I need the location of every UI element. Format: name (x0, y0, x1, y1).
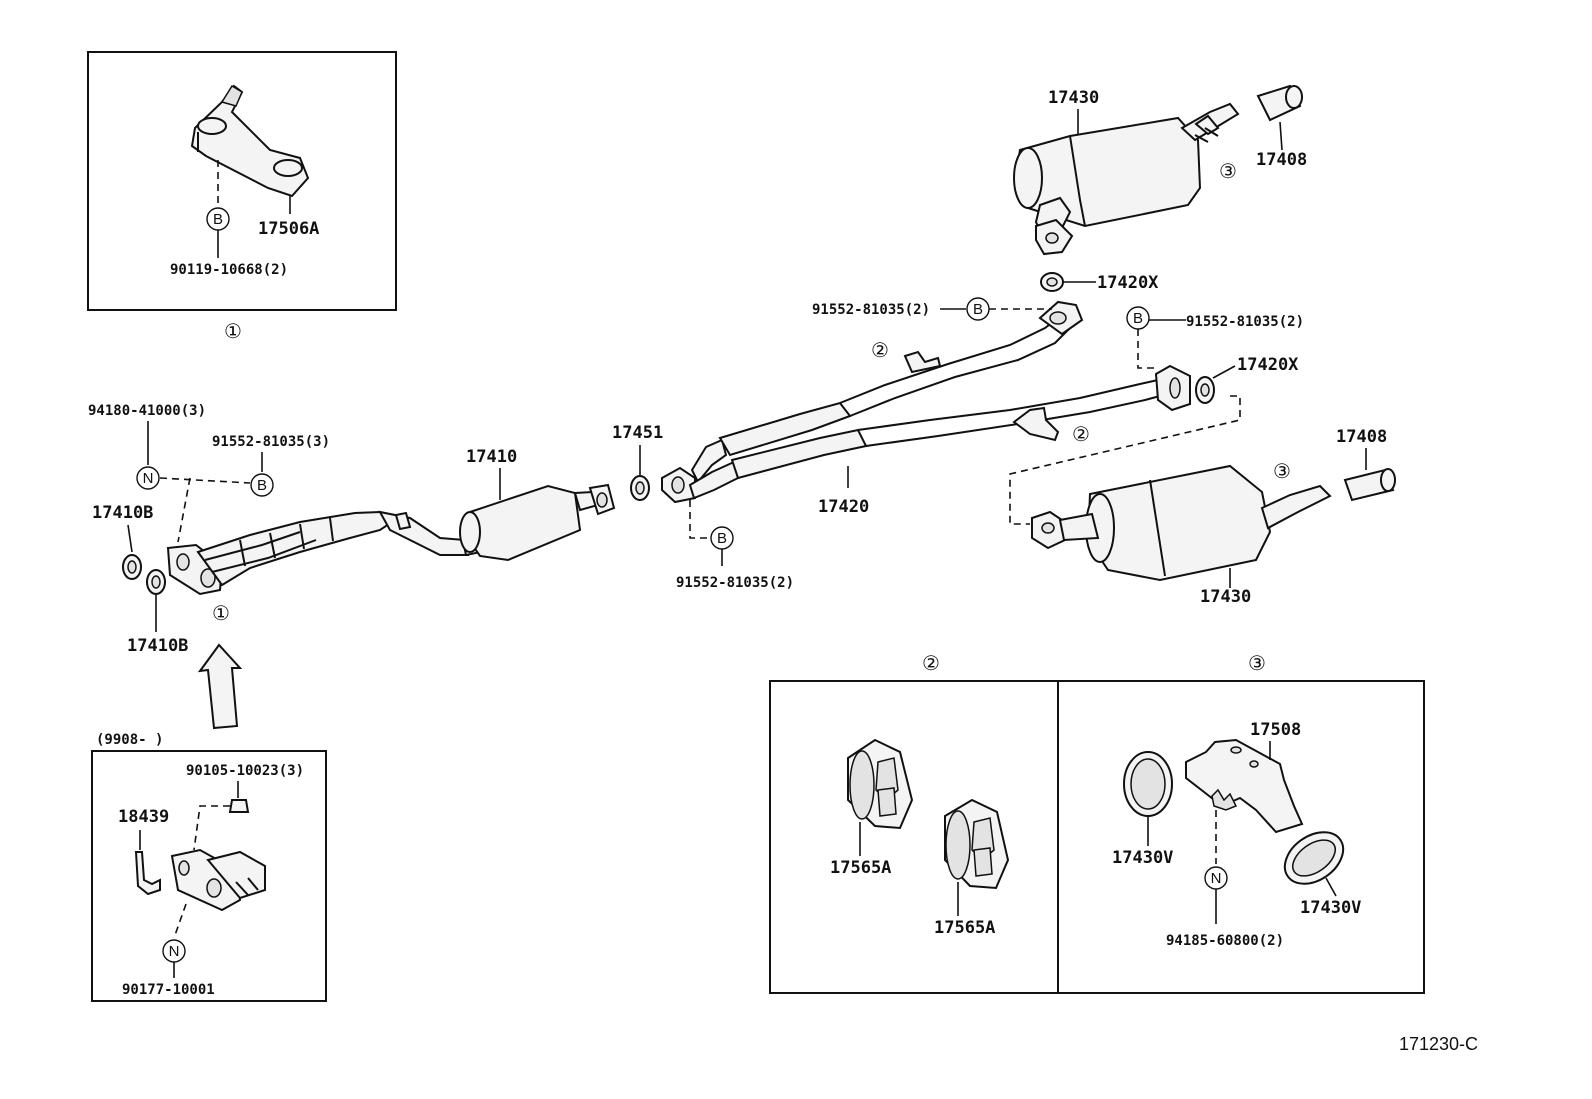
sensor-18439 (134, 851, 161, 896)
muffler-17430-upper (1013, 102, 1240, 256)
hanger-ref-2-lower: ② (1072, 424, 1090, 446)
svg-text:B: B (257, 477, 267, 494)
center-pipe-17420 (661, 300, 1191, 504)
label-17506a: 17506A (258, 219, 319, 239)
center-bolt-marker: B (710, 526, 734, 550)
label-17410: 17410 (466, 447, 517, 467)
upper-bolt-marker: B (966, 297, 990, 321)
muffler-17430-lower (1031, 464, 1332, 582)
muffler-ref-3-lower: ③ (1273, 461, 1291, 483)
flange-ref-1: ① (212, 603, 230, 625)
diagram-code: 171230-C (1399, 1034, 1478, 1054)
front-nut-marker: N (136, 466, 160, 490)
right-bolt-marker: B (1126, 306, 1150, 330)
label-17420x-right: 17420X (1237, 355, 1299, 375)
label-17420x-upper: 17420X (1097, 273, 1159, 293)
inset-3-nut-marker: N (1204, 866, 1228, 890)
label-17430v-left: 17430V (1112, 848, 1173, 868)
label-91552-81035-3: 91552-81035(3) (212, 434, 330, 450)
svg-text:N: N (1211, 870, 1222, 887)
bolt-90105-10023 (228, 799, 250, 813)
label-17408-lower: 17408 (1336, 427, 1387, 447)
inset-date-range: (9908- ) (96, 732, 163, 748)
label-17430-upper: 17430 (1048, 88, 1099, 108)
svg-text:N: N (169, 943, 180, 960)
inset-date-box: 90105-10023(3) 18439 N 90177-10001 (91, 750, 327, 1002)
hanger-ref-2-upper: ② (871, 340, 889, 362)
label-91552-81035-center: 91552-81035(2) (676, 575, 794, 591)
ring-17430v-right (1283, 831, 1345, 885)
svg-text:B: B (1133, 310, 1143, 327)
direction-arrow (197, 643, 243, 730)
label-91552-81035-upper: 91552-81035(2) (812, 302, 930, 318)
label-17408-upper: 17408 (1256, 150, 1307, 170)
label-17420: 17420 (818, 497, 869, 517)
label-17430-lower: 17430 (1200, 587, 1251, 607)
hanger-17565a-left (847, 738, 914, 830)
inset-3-caption: ③ (1248, 653, 1266, 675)
svg-text:N: N (143, 470, 154, 487)
inset-1-bolt-marker: B (206, 207, 230, 231)
front-bolt-marker: B (250, 473, 274, 497)
svg-text:B: B (973, 301, 983, 318)
inset-1-caption: ① (224, 321, 242, 343)
label-17508: 17508 (1250, 720, 1301, 740)
inset-2-box: 17565A 17565A (769, 680, 1059, 994)
front-pipe-17410 (166, 483, 616, 596)
inset-2-caption: ② (922, 653, 940, 675)
svg-text:B: B (213, 211, 223, 228)
label-90119-10668: 90119-10668(2) (170, 262, 288, 278)
inset-1-box: B 17506A 90119-10668(2) (87, 51, 397, 311)
label-17430v-right: 17430V (1300, 898, 1361, 918)
label-17410b-top: 17410B (92, 503, 153, 523)
label-91552-81035-right: 91552-81035(2) (1186, 314, 1304, 330)
label-94180-41000: 94180-41000(3) (88, 403, 206, 419)
label-90177-10001: 90177-10001 (122, 982, 215, 998)
bracket-17508 (1185, 738, 1304, 834)
label-90105-10023: 90105-10023(3) (186, 763, 304, 779)
inset-date-nut-marker: N (162, 939, 186, 963)
label-94185-60800: 94185-60800(2) (1166, 933, 1284, 949)
bracket-17506a (190, 84, 310, 198)
inset-3-box: 17430V 17508 N 94185-60800(2) 17430V (1057, 680, 1425, 994)
svg-text:B: B (717, 530, 727, 547)
label-17565a-left: 17565A (830, 858, 891, 878)
hanger-17565a-right (944, 798, 1010, 890)
label-17451: 17451 (612, 423, 663, 443)
label-17410b-bottom: 17410B (127, 636, 188, 656)
tail-tip-17408-lower (1343, 468, 1396, 502)
muffler-ref-3-upper: ③ (1219, 161, 1237, 183)
label-18439: 18439 (118, 807, 169, 827)
tail-tip-17408-upper (1256, 84, 1303, 122)
label-17565a-right: 17565A (934, 918, 995, 938)
ring-17430v-left (1123, 751, 1173, 817)
inset-flange (170, 848, 266, 912)
